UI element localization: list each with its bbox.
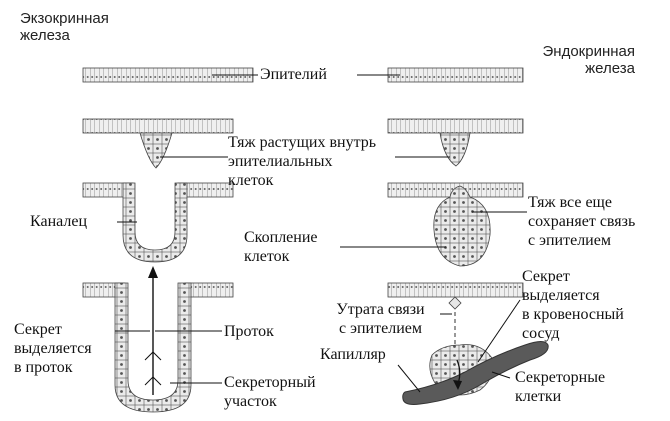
- exocrine-gland-shape: [82, 266, 234, 413]
- label-cord-still: Тяж все еще сохраняет связь с эпителием: [528, 194, 636, 249]
- label-small-duct: Каналец: [30, 213, 88, 230]
- label-secret-duct: Секрет выделяется в проток: [14, 321, 92, 376]
- leader-capillary: [397, 364, 421, 393]
- ingrowing-cord-left: [139, 132, 173, 169]
- leader-blood-secretion: [477, 299, 521, 363]
- epithelium-strip-right-1: [387, 67, 524, 83]
- label-exocrine: Экзокринная железа: [20, 10, 109, 44]
- label-secretory-part: Секреторный участок: [224, 374, 316, 410]
- label-cord: Тяж растущих внутрь эпителиальных клеток: [228, 134, 377, 189]
- epithelium-strip-right-4: [387, 282, 524, 298]
- leader-secretory-cells: [491, 371, 511, 379]
- label-secretory-cells: Секреторные клетки: [515, 369, 606, 405]
- label-cluster: Скопление клеток: [244, 229, 318, 265]
- label-endocrine: Эндокринная железа: [542, 43, 635, 77]
- label-secret-blood: Секрет выделяется в кровеносный сосуд: [522, 268, 624, 342]
- label-duct: Проток: [224, 323, 274, 340]
- label-epithelium: Эпителий: [260, 66, 327, 83]
- ingrowing-cord-right: [439, 132, 471, 167]
- epithelium-strip-left-2: [82, 118, 234, 134]
- label-capillary: Капилляр: [320, 346, 386, 363]
- capillary-vessel: [402, 341, 549, 405]
- detached-remnant: [448, 296, 462, 310]
- label-loss-link: Утрата связи с эпителием: [336, 301, 425, 337]
- cell-cluster-attached: [433, 185, 491, 267]
- epithelium-strip-right-2: [387, 118, 524, 134]
- secretion-arrowhead: [453, 380, 462, 390]
- small-duct-shape: [82, 182, 234, 263]
